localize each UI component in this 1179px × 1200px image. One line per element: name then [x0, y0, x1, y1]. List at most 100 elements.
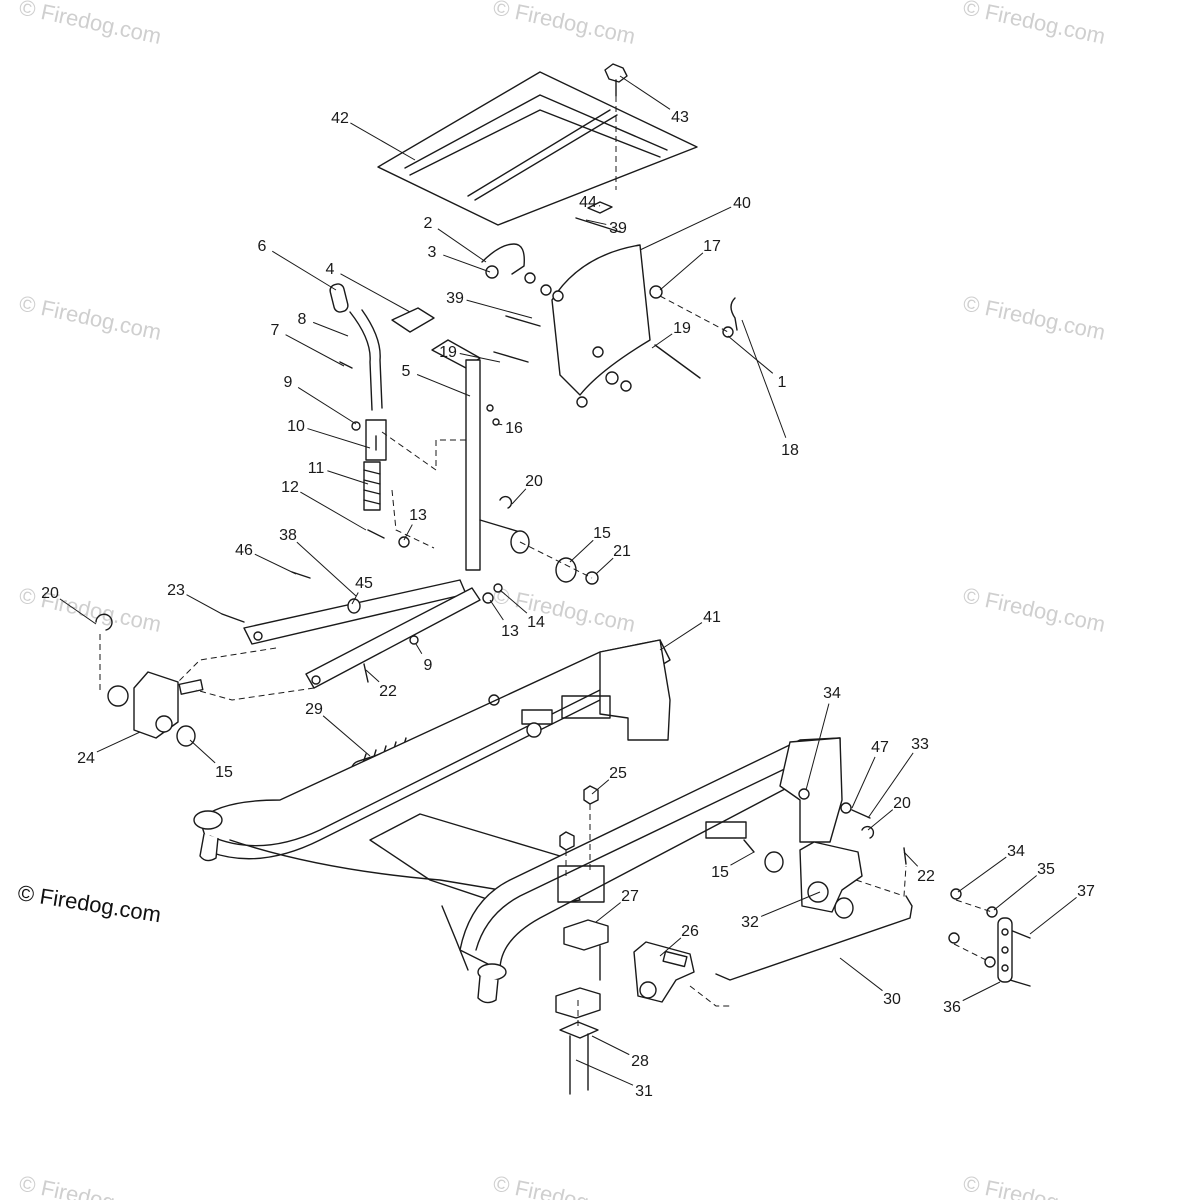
part-left-bracket — [95, 613, 204, 747]
callout-leader — [1029, 897, 1077, 935]
callout-leader — [327, 470, 369, 485]
part-cable — [481, 243, 525, 275]
callout-leader — [186, 594, 223, 615]
callout-leader — [466, 299, 533, 319]
part-pedal-arm — [431, 339, 500, 571]
callout-leader — [591, 1035, 630, 1056]
callout-leader — [903, 851, 919, 867]
part-pin — [367, 529, 385, 539]
callout-label: 19 — [673, 320, 691, 337]
callout-label: 17 — [703, 238, 721, 255]
callout-label: 1 — [778, 374, 787, 391]
callout-label: 6 — [258, 238, 267, 255]
part-spring-small — [363, 461, 381, 511]
callout-leader — [595, 557, 614, 575]
part-bolt-plate — [559, 1021, 599, 1095]
callout-leader — [350, 122, 416, 161]
callout-label: 23 — [167, 582, 185, 599]
watermark-text: © Firedog.com — [491, 0, 638, 49]
callout-label: 39 — [609, 220, 627, 237]
part-main-frame — [193, 639, 843, 1004]
part-upper-link — [221, 571, 467, 645]
callout-label: 31 — [635, 1083, 653, 1100]
callout-label: 14 — [527, 614, 545, 631]
part-hardware-lower — [559, 785, 907, 873]
part-cover-plate — [377, 71, 698, 226]
watermark-text: © Firedog.com — [17, 290, 164, 345]
watermark-text: © Firedog.com — [961, 0, 1108, 49]
callout-leader — [312, 321, 349, 337]
callout-label: 22 — [917, 868, 935, 885]
callout-leader — [585, 219, 607, 225]
part-pivot-plate — [551, 244, 651, 396]
callout-label: 5 — [402, 363, 411, 380]
callout-leader — [437, 228, 487, 263]
callout-label: 26 — [681, 923, 699, 940]
callout-leader — [254, 553, 297, 575]
callout-label: 28 — [631, 1053, 649, 1070]
part-handle — [329, 283, 383, 411]
callout-label: 38 — [279, 527, 297, 544]
callout-label: 13 — [501, 623, 519, 640]
dash-linkage — [381, 431, 470, 471]
dash-shaft — [519, 541, 593, 579]
callout-leader — [651, 333, 673, 349]
callout-label: 13 — [409, 507, 427, 524]
callout-leader — [760, 891, 821, 917]
callout-leader — [575, 1059, 634, 1086]
callout-label: 7 — [271, 322, 280, 339]
callout-leader — [730, 851, 755, 866]
callout-label: 33 — [911, 736, 929, 753]
callout-label: 35 — [1037, 861, 1055, 878]
callout-leader — [271, 250, 337, 291]
part-shaft — [479, 495, 599, 585]
callout-leader — [189, 739, 216, 764]
dash-chain — [955, 899, 993, 913]
callout-leader — [993, 875, 1037, 911]
callout-label: 3 — [428, 244, 437, 261]
callout-label: 21 — [613, 543, 631, 560]
callout-leader — [96, 731, 141, 753]
callout-label: 47 — [871, 739, 889, 756]
callout-leader — [727, 335, 774, 374]
callout-label: 20 — [525, 473, 543, 490]
callout-label: 27 — [621, 888, 639, 905]
callout-label: 25 — [609, 765, 627, 782]
callout-leader — [957, 856, 1007, 893]
part-right-bracket — [799, 841, 863, 919]
part-pad — [391, 307, 435, 333]
part-bracket — [351, 419, 387, 461]
callout-leader — [416, 374, 471, 397]
callout-label: 34 — [1007, 843, 1025, 860]
callout-leader — [59, 598, 97, 625]
callout-leader — [403, 524, 413, 541]
part-bolts-upper — [493, 217, 738, 408]
part-lower-bracket — [633, 941, 695, 1003]
callout-label: 10 — [287, 418, 305, 435]
callout-leader — [307, 428, 371, 449]
callout-leader — [867, 809, 894, 831]
callout-label: 18 — [781, 442, 799, 459]
callout-label: 11 — [308, 460, 325, 477]
part-lower-link — [305, 583, 503, 689]
callout-label: 44 — [579, 194, 597, 211]
dash-chain-2 — [953, 943, 991, 963]
part-clip — [587, 201, 613, 214]
watermark-text: © Firedog.com — [961, 290, 1108, 345]
callout-label: 40 — [733, 195, 751, 212]
callout-label: 29 — [305, 701, 323, 718]
callout-leader — [962, 981, 1001, 1002]
callout-label: 46 — [235, 542, 253, 559]
callout-leader — [591, 779, 610, 795]
callout-leader — [839, 957, 883, 992]
watermark-text: © Firedog.com — [961, 582, 1108, 637]
callout-leader — [296, 541, 357, 597]
part-knob — [604, 63, 628, 97]
callout-leader — [351, 592, 359, 605]
watermark-text: © Firedog.com — [961, 1170, 1108, 1200]
part-cable-end — [485, 265, 499, 279]
part-clamp — [555, 919, 609, 1019]
